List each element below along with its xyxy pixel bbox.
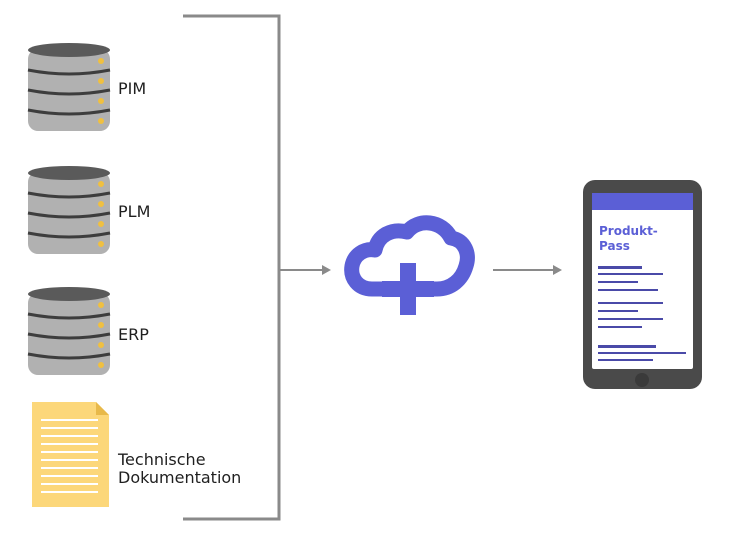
database-icon <box>27 166 111 254</box>
arrow-connector <box>493 265 562 275</box>
smartphone-icon <box>583 180 702 389</box>
source-label-pim: PIM <box>118 79 147 98</box>
product-passport-title-line-1: Produkt- <box>599 224 658 238</box>
database-icon <box>27 43 111 131</box>
product-passport-title: Produkt- Pass <box>599 224 658 254</box>
bracket-connector <box>183 14 331 521</box>
product-passport-title-line-2: Pass <box>599 239 630 253</box>
source-label-technical-documentation: Technische Dokumentation <box>118 451 241 487</box>
document-icon <box>32 402 109 507</box>
database-icon <box>27 287 111 375</box>
doc-label-line-1: Technische <box>118 450 206 469</box>
cloud-plus-icon <box>344 215 475 315</box>
source-label-plm: PLM <box>118 202 151 221</box>
source-label-erp: ERP <box>118 325 149 344</box>
doc-label-line-2: Dokumentation <box>118 468 242 487</box>
